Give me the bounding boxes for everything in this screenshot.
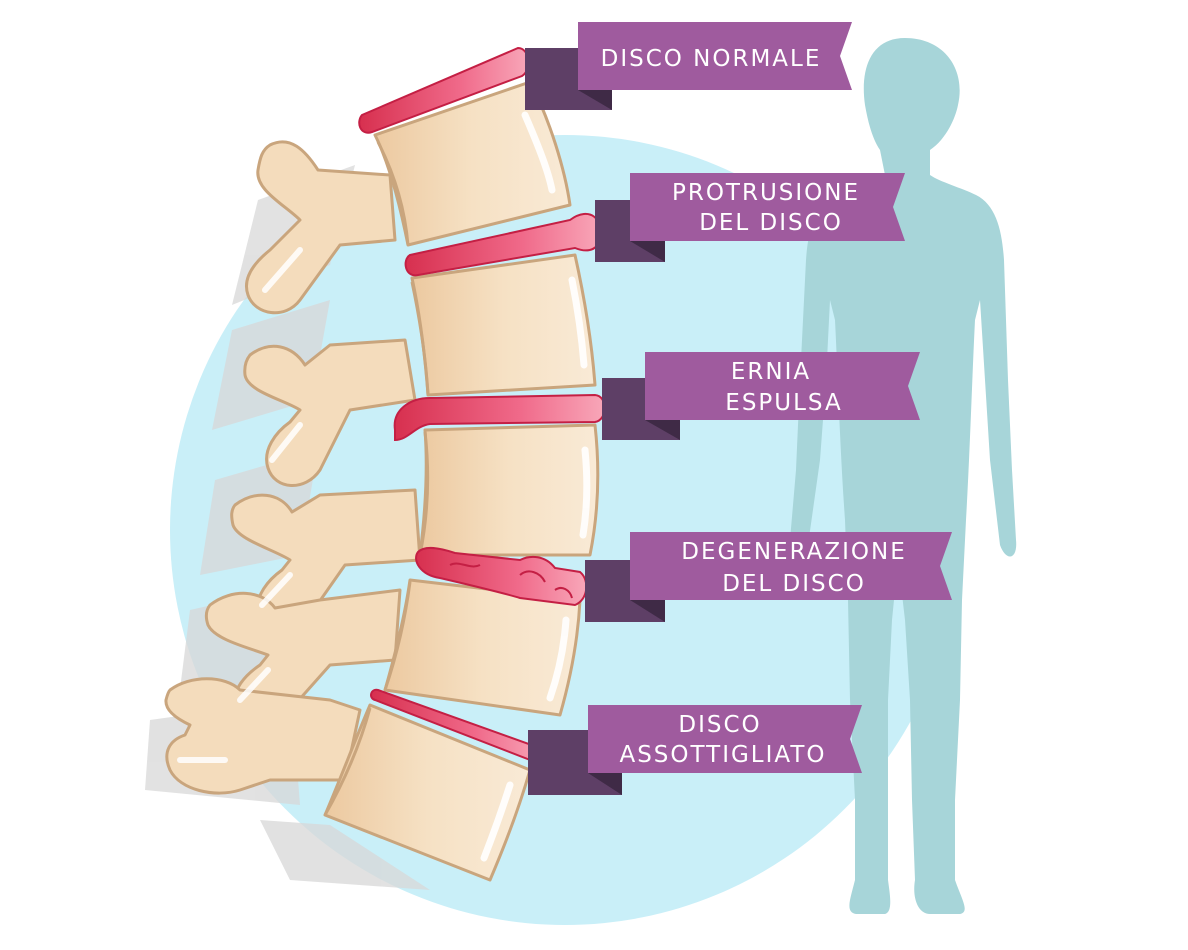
label-hernia-line-2: ESPULSA	[725, 390, 842, 416]
degeneration-texture	[449, 562, 573, 599]
vertebra-l3	[418, 423, 600, 557]
label-degeneration-line-1: DEGENERAZIONE	[681, 539, 907, 565]
human-silhouette-icon	[789, 38, 1017, 914]
label-protrusion-line-1: PROTRUSIONE	[672, 180, 860, 206]
vertebra-rims	[323, 141, 430, 816]
disc-protrusion	[404, 213, 602, 277]
intervertebral-discs	[358, 46, 606, 765]
vertebra-l5	[323, 703, 532, 882]
ribbon-ernia	[602, 352, 920, 440]
vertebra-l2	[410, 253, 597, 397]
ribbon-degenerazione	[585, 532, 952, 622]
label-thinned-line-2: ASSOTTIGLIATO	[619, 742, 826, 768]
vertebral-bodies	[323, 80, 600, 882]
disc-normal	[358, 46, 530, 134]
process-highlights	[177, 247, 303, 763]
label-hernia-line-1: ERNIA	[731, 359, 811, 385]
ribbon-disco-normale	[525, 22, 852, 110]
label-thinned-line-1: DISCO	[678, 712, 761, 738]
label-ribbons	[525, 22, 952, 795]
label-normal-line-1: DISCO NORMALE	[601, 46, 822, 72]
label-protrusion-line-2: DEL DISCO	[699, 210, 843, 236]
label-texts: DISCO NORMALE PROTRUSIONE DEL DISCO ERNI…	[601, 46, 907, 768]
vertebra-highlights	[480, 111, 591, 862]
ribbon-assottigliato	[528, 705, 862, 795]
ribbon-protrusione	[595, 173, 905, 262]
label-degeneration-line-2: DEL DISCO	[722, 571, 866, 597]
